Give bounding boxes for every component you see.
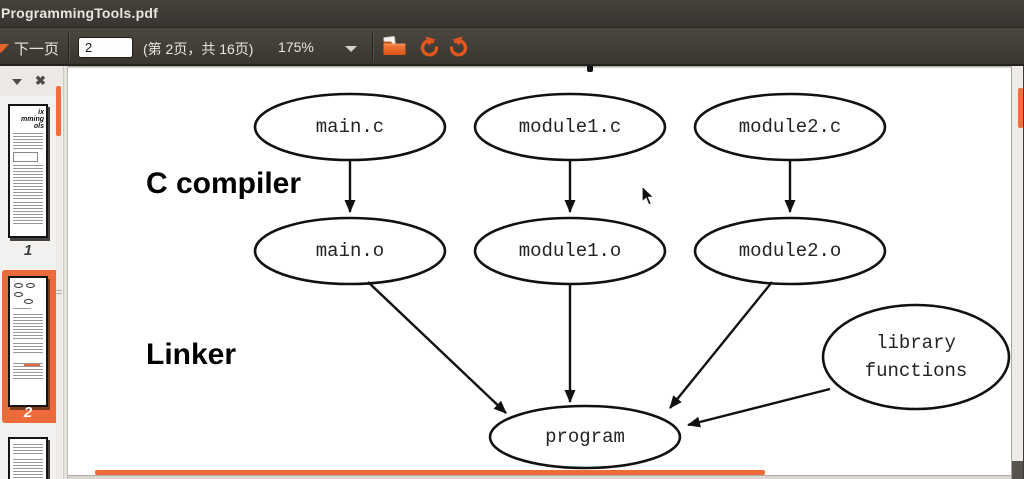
- mini-ellipse: [14, 283, 23, 288]
- node-module2-c: module2.c: [738, 116, 842, 138]
- thumbnail-lines: [13, 314, 43, 340]
- page-number-input[interactable]: [78, 37, 133, 58]
- toolbar-shadow: [68, 66, 1012, 68]
- compilation-diagram: [253, 92, 1011, 470]
- node-module1-c: module1.c: [518, 116, 622, 138]
- node-program: program: [545, 426, 625, 448]
- thumbnail-lines: [13, 444, 43, 456]
- node-module2-o: module2.o: [738, 240, 842, 262]
- page-thumbnail-3[interactable]: [8, 437, 48, 479]
- vscrollbar-thumb[interactable]: [1018, 88, 1023, 128]
- thumbnail-lines: [13, 363, 43, 381]
- sidebar-scrollbar-thumb[interactable]: [56, 86, 61, 136]
- mini-ellipse: [14, 292, 23, 297]
- thumbnail-lines: [13, 133, 43, 149]
- label-c-compiler: C compiler: [146, 167, 302, 200]
- zoom-level-value[interactable]: 175%: [278, 39, 314, 55]
- thumbnail-page-number[interactable]: 2: [23, 404, 33, 421]
- sidebar-close-icon[interactable]: ✖: [35, 73, 46, 88]
- sidebar-header: ✖: [0, 66, 63, 96]
- node-main-o: main.o: [315, 240, 385, 262]
- titlebar: ProgrammingTools.pdf: [0, 0, 1024, 28]
- node-module1-o: module1.o: [518, 240, 622, 262]
- thumbnail-lines: [13, 459, 43, 479]
- clipped-heading-fragment: [587, 66, 593, 72]
- document-page: main.c module1.c module2.c main.o module…: [68, 66, 1012, 479]
- mouse-cursor: [641, 184, 656, 212]
- label-linker: Linker: [146, 338, 237, 371]
- mini-ellipse: [26, 283, 35, 288]
- vscrollbar[interactable]: [1011, 66, 1024, 479]
- thumbnail-lines: [13, 308, 31, 311]
- vscrollbar-border: [1011, 66, 1012, 479]
- node-main-c: main.c: [315, 116, 385, 138]
- next-page-button[interactable]: 下一页: [14, 41, 60, 58]
- hscrollbar-track-lower: [68, 476, 1012, 479]
- hscrollbar-track[interactable]: [68, 475, 1012, 476]
- thumbnail-box: [13, 152, 38, 162]
- toolbar: 下一页 (第 2页，共 16页) 175%: [0, 28, 1024, 66]
- sidebar-scrollbar-track[interactable]: [56, 96, 62, 479]
- scrollbar-corner: [1012, 461, 1024, 479]
- thumbnail-accent: [24, 364, 40, 366]
- next-page-arrow-icon[interactable]: [0, 44, 9, 53]
- hscrollbar-thumb[interactable]: [95, 470, 765, 475]
- thumbnail-lines: [13, 343, 43, 353]
- sidebar-dropdown-caret-icon[interactable]: [12, 79, 22, 85]
- rotate-left-icon[interactable]: [416, 35, 440, 64]
- thumbnail-lines: [13, 202, 43, 224]
- mini-ellipse: [24, 299, 33, 304]
- rotate-right-icon[interactable]: [448, 35, 472, 64]
- sidebar-splitter[interactable]: [63, 66, 68, 479]
- toolbar-separator: [68, 33, 69, 61]
- sidebar-scrollbar-grip[interactable]: [56, 290, 62, 296]
- node-library-functions: library functions: [864, 332, 968, 382]
- thumbnail-lines: [13, 165, 43, 199]
- open-folder-icon[interactable]: [382, 35, 408, 63]
- thumbnail-page-number[interactable]: 1: [23, 242, 33, 259]
- window-title: ProgrammingTools.pdf: [1, 5, 158, 21]
- zoom-dropdown-caret-icon[interactable]: [345, 46, 357, 52]
- page-count-status: (第 2页，共 16页): [143, 41, 254, 57]
- page-thumbnail-2-selected[interactable]: [8, 276, 48, 407]
- toolbar-separator: [372, 33, 373, 61]
